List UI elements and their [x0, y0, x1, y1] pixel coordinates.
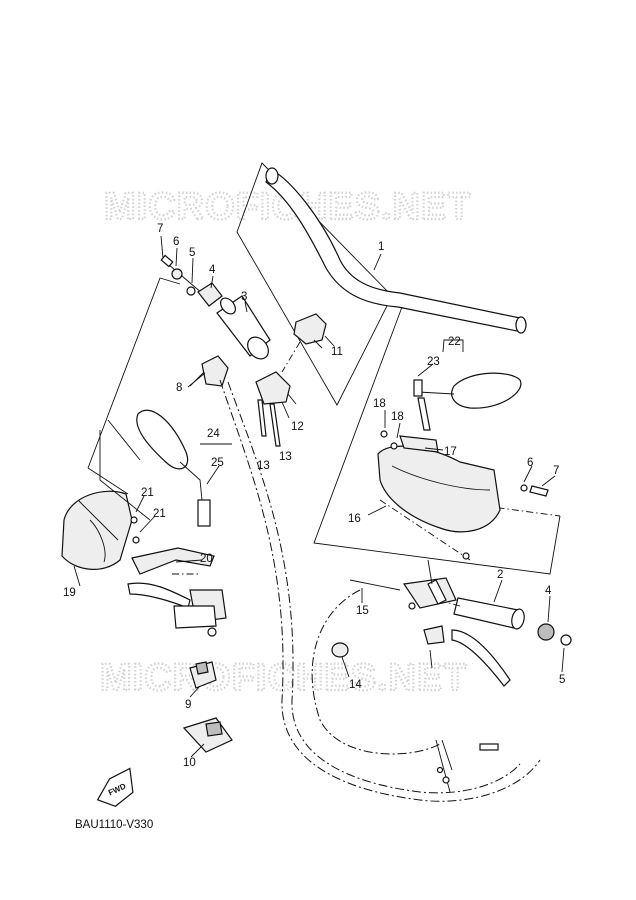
callout-18-b: 18 [391, 411, 404, 423]
callout-13-b: 13 [279, 451, 292, 463]
right-frame [313, 306, 561, 575]
cables [219, 379, 541, 802]
left-mirror [136, 409, 232, 527]
callout-1: 1 [378, 241, 384, 253]
callout-3: 3 [241, 291, 247, 303]
callout-11: 11 [331, 346, 343, 358]
diagram-code: BAU1110-V330 [75, 819, 153, 831]
handlebar [265, 167, 527, 334]
callout-4-right: 4 [545, 585, 552, 597]
callout-5-right: 5 [559, 674, 565, 686]
left-hand-guard [61, 490, 133, 570]
left-bracket [130, 516, 215, 575]
right-hand-guard [377, 430, 549, 533]
leader-lines [73, 235, 565, 758]
clamp-upper [281, 313, 335, 373]
callout-23: 23 [427, 356, 440, 368]
small-switches [182, 661, 233, 753]
left-grip-assembly [160, 254, 271, 360]
clamp-lower [255, 371, 297, 447]
callout-6-right: 6 [527, 457, 533, 469]
callout-25: 25 [211, 457, 224, 469]
callout-5-left: 5 [189, 247, 195, 259]
callout-24: 24 [207, 428, 220, 440]
cable-ends [435, 739, 499, 793]
callout-20: 20 [200, 553, 213, 565]
callout-16: 16 [348, 513, 361, 525]
callout-19: 19 [63, 587, 76, 599]
callout-6-left: 6 [173, 236, 179, 248]
right-grip [429, 597, 572, 646]
cable-15 [331, 579, 401, 658]
callout-17: 17 [444, 446, 457, 458]
callout-15: 15 [356, 605, 369, 617]
right-lever-assembly [402, 552, 511, 687]
callout-9: 9 [185, 699, 191, 711]
watermark-bottom: MICROFICHES.NET [100, 657, 468, 699]
callout-14: 14 [349, 679, 362, 691]
callout-22: 22 [448, 336, 461, 348]
callout-7-left: 7 [157, 223, 163, 235]
left-master-cylinder [127, 582, 227, 637]
fwd-arrow: FWD [96, 767, 134, 807]
callout-2: 2 [497, 569, 503, 581]
callout-8: 8 [176, 382, 182, 394]
callout-18-a: 18 [373, 398, 386, 410]
callout-4-left: 4 [209, 264, 216, 276]
callout-21-a: 21 [141, 487, 154, 499]
left-switch [189, 355, 229, 387]
callout-10: 10 [183, 757, 196, 769]
right-mirror [413, 339, 522, 431]
left-frame [87, 277, 181, 521]
callout-labels: 1 2 3 4 5 6 7 8 9 10 11 12 13 13 14 15 1… [63, 223, 565, 769]
callout-21-b: 21 [153, 508, 166, 520]
callout-12: 12 [291, 421, 304, 433]
callout-7-right: 7 [553, 465, 559, 477]
callout-13-a: 13 [257, 460, 270, 472]
